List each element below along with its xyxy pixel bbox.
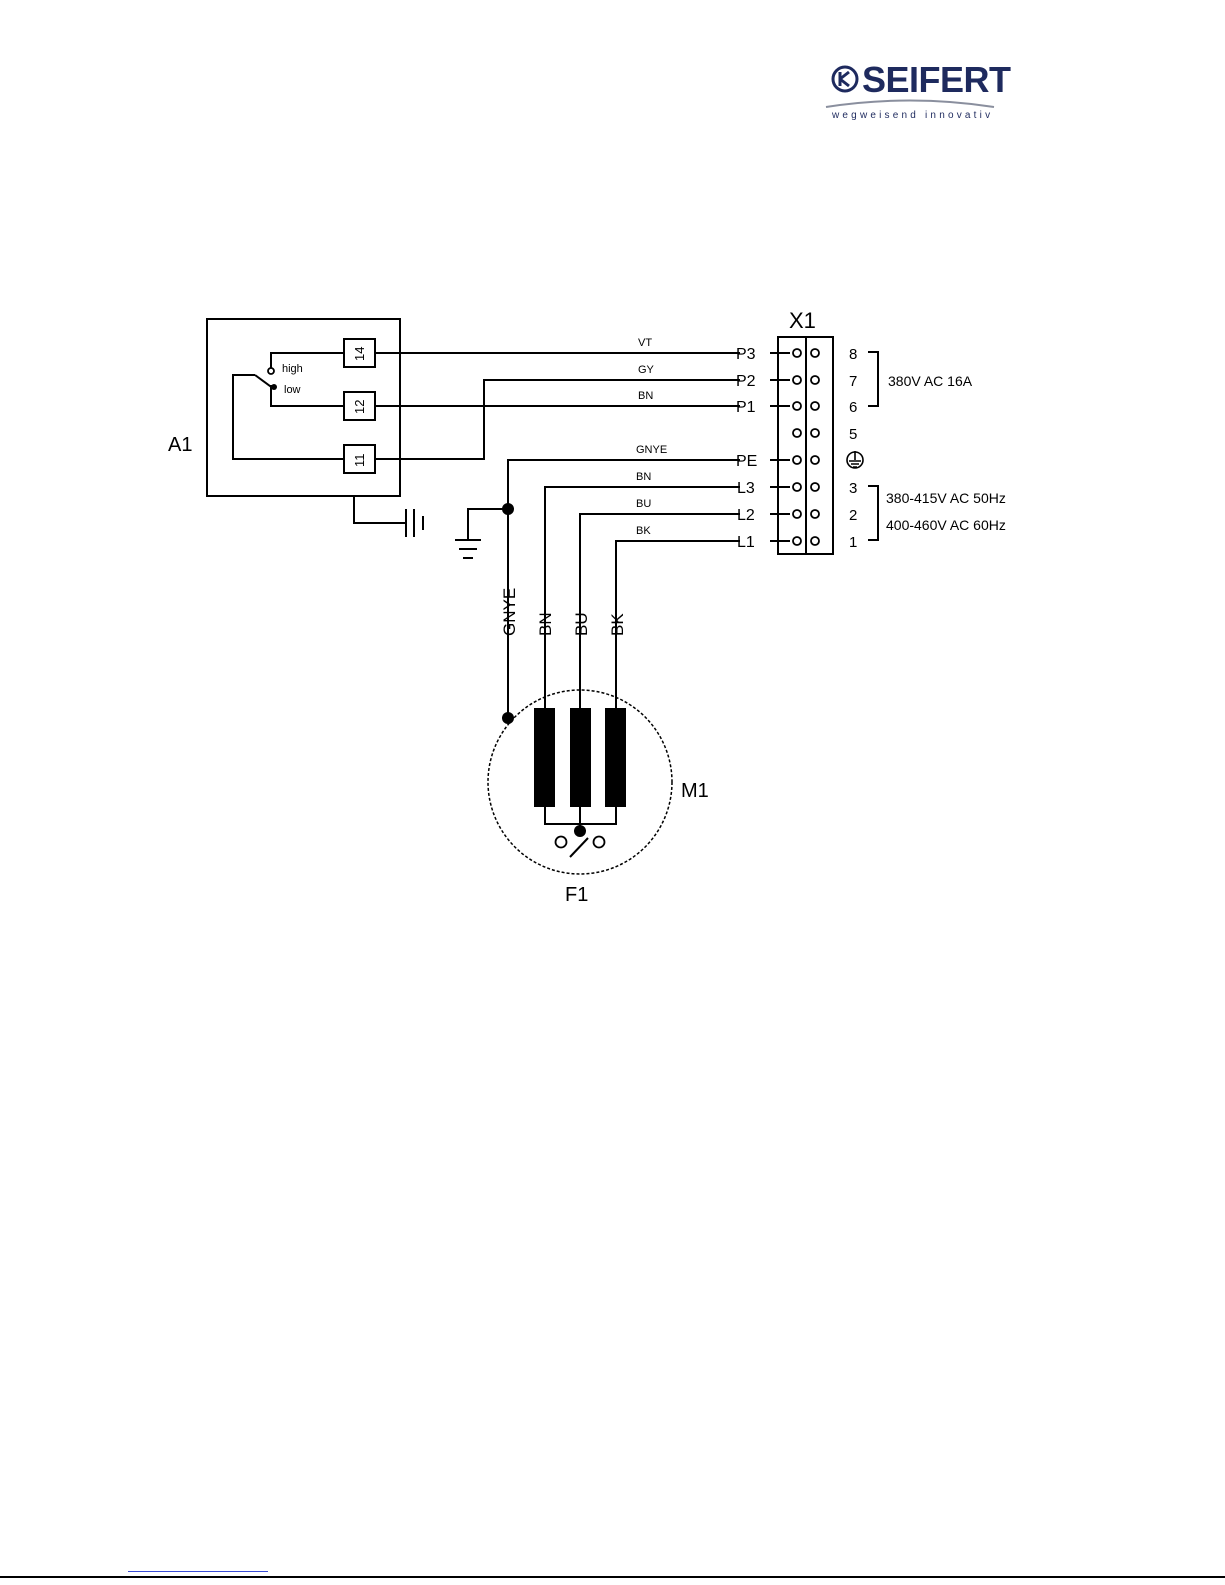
terminal-label-l1: L1 [737, 534, 755, 551]
terminal-number-7: 7 [849, 373, 857, 390]
wire-bn-l3 [545, 487, 740, 716]
terminal-number-8: 8 [849, 346, 857, 363]
terminal-label-p1: P1 [736, 399, 756, 416]
thermal-contact-lever [570, 838, 588, 857]
terminal-number-2: 2 [849, 507, 857, 524]
terminal-label-l3: L3 [737, 480, 755, 497]
terminal-leads [770, 353, 790, 541]
motor-windings [534, 708, 626, 807]
switch-position-high: high [282, 363, 303, 375]
wire-label-gnye: GNYE [636, 444, 667, 456]
contact-rating-bracket [868, 352, 878, 406]
vertical-wire-label-bn: BN [536, 612, 555, 636]
ground-branch-wire [468, 509, 508, 540]
housing-earth-wire [354, 496, 406, 523]
contact-rating-label: 380V AC 16A [888, 373, 973, 389]
wire-label-bn-p1: BN [638, 390, 653, 402]
vertical-wire-label-bu: BU [572, 612, 591, 636]
switch-position-low: low [284, 384, 301, 396]
terminal-number-3: 3 [849, 480, 857, 497]
motor-ref-label: M1 [681, 780, 709, 802]
switch-terminal-14-label: 14 [352, 347, 367, 361]
switch-contact-low-wire [271, 385, 344, 406]
wire-label-bu: BU [636, 498, 651, 510]
terminal-label-l2: L2 [737, 507, 755, 524]
supply-rating-60hz: 400-460V AC 60Hz [886, 517, 1006, 533]
terminal-label-p3: P3 [736, 346, 756, 363]
switch-terminal-12-label: 12 [352, 400, 367, 414]
terminal-label-p2: P2 [736, 373, 756, 390]
wire-label-vt: VT [638, 337, 652, 349]
switch-ref-label: A1 [168, 434, 192, 456]
switch-a1-housing [207, 319, 400, 496]
supply-rating-bracket [868, 486, 878, 540]
wire-gnye [508, 460, 740, 718]
wire-label-bn-l3: BN [636, 471, 651, 483]
terminal-number-6: 6 [849, 399, 857, 416]
supply-rating-50hz: 380-415V AC 50Hz [886, 490, 1006, 506]
wire-label-bk: BK [636, 525, 651, 537]
wire-label-gy: GY [638, 364, 655, 376]
vertical-wire-label-gnye: GNYE [500, 588, 519, 636]
thermal-contact-ref-label: F1 [565, 884, 588, 906]
protective-earth-icon [847, 451, 863, 468]
footer-link-underline [128, 1571, 268, 1572]
wire-bk-l1 [616, 541, 740, 716]
ground-symbol [455, 540, 481, 558]
wire-bu-l2 [580, 514, 740, 716]
terminal-block-ref: X1 [789, 308, 816, 333]
wire-gy [375, 380, 740, 459]
housing-earth-plate [406, 509, 423, 537]
vertical-wire-label-bk: BK [608, 613, 627, 636]
footer-rule [0, 1576, 1225, 1578]
terminal-label-pe: PE [736, 453, 757, 470]
switch-terminal-11-label: 11 [352, 454, 367, 468]
terminal-number-5: 5 [849, 426, 857, 443]
terminal-number-1: 1 [849, 534, 857, 551]
